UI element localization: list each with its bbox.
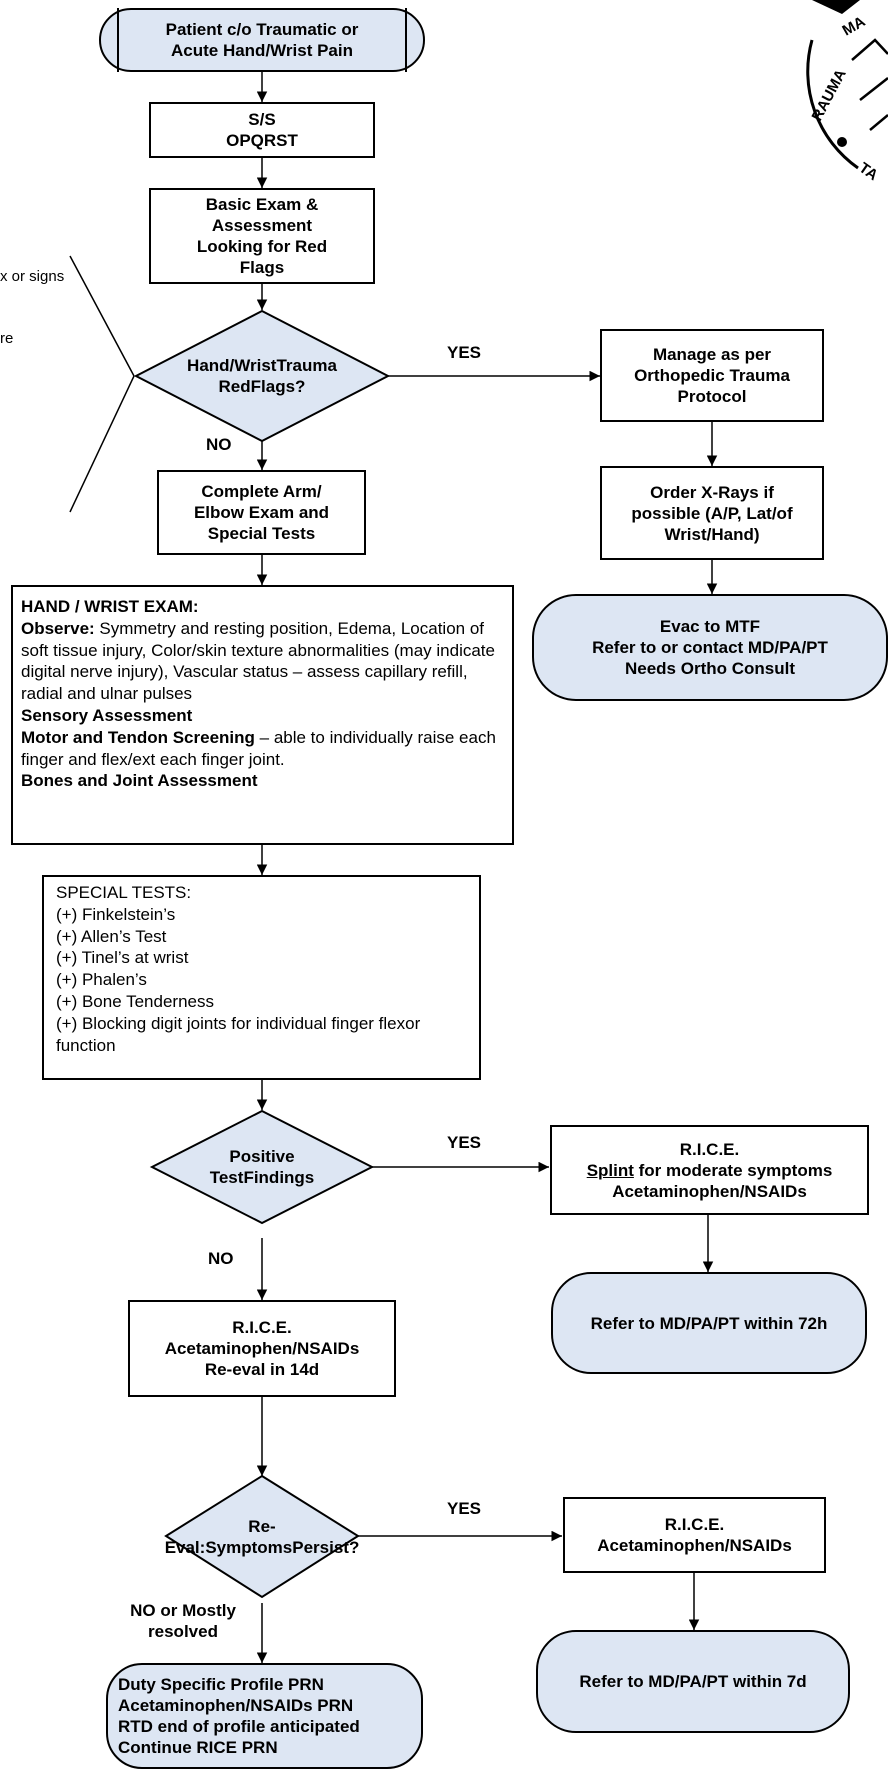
- duty-line-4: Continue RICE PRN: [118, 1738, 278, 1757]
- hand-exam-title: HAND / WRIST EXAM:: [21, 597, 199, 616]
- red-flags-diamond: [133, 309, 391, 443]
- hand-exam-motor: Motor and Tendon Screening – able to ind…: [21, 727, 504, 771]
- side-text-1: x or signs: [0, 268, 65, 285]
- refer-7d-terminal: Refer to MD/PA/PT within 7d: [536, 1630, 850, 1733]
- no-label-3: NO or Mostly resolved: [104, 1600, 262, 1642]
- special-tests-title: SPECIAL TESTS:: [56, 883, 192, 902]
- special-test-5: (+) Bone Tenderness: [56, 991, 214, 1011]
- start-line-2: Acute Hand/Wrist Pain: [170, 41, 353, 60]
- observe-text: Symmetry and resting position, Edema, Lo…: [21, 618, 495, 704]
- side-text-2: re: [0, 330, 14, 347]
- motor-label: Motor and Tendon Screening: [21, 727, 255, 747]
- refer-72h-line-1: Refer to MD/PA/PT within 72h: [590, 1313, 828, 1333]
- evac-terminal: Evac to MTF Refer to or contact MD/PA/PT N…: [532, 594, 888, 701]
- special-tests-box: SPECIAL TESTS: (+) Finkelstein’s (+) All…: [42, 875, 481, 1080]
- evac-line-3: Needs Ortho Consult: [624, 659, 795, 678]
- reeval-line-1: Re-Eval:: [164, 1517, 276, 1557]
- hand-exam-bones: Bones and Joint Assessment: [21, 771, 258, 791]
- rice-splint-box: R.I.C.E. Splint for moderate symptoms Ac…: [550, 1125, 869, 1215]
- arm-exam-line-1: Complete Arm/: [201, 482, 322, 501]
- rice-yes-line-1: R.I.C.E.: [664, 1515, 725, 1534]
- positive-line-1: Positive Test: [209, 1147, 295, 1187]
- rice-yes-line-2: Acetaminophen/NSAIDs: [597, 1536, 792, 1555]
- arm-exam-line-3: Special Tests: [207, 524, 316, 543]
- yes-label-1: YES: [447, 343, 482, 362]
- svg-text:MA: MA: [840, 13, 869, 39]
- basic-exam-line-2: Assessment: [211, 216, 313, 235]
- refer-7d-line-1: Refer to MD/PA/PT within 7d: [579, 1672, 807, 1691]
- no-label-3-line-1: NO or: [130, 1601, 178, 1620]
- basic-exam-line-4: Flags: [239, 258, 285, 277]
- evac-line-2: Refer to or contact MD/PA/PT: [592, 638, 828, 657]
- red-flags-line-2: Trauma Red: [218, 356, 337, 396]
- reeval-line-2: Symptoms: [205, 1538, 293, 1557]
- rice-splint-line-3: Acetaminophen/NSAIDs: [612, 1181, 807, 1201]
- no-label-2: NO: [208, 1249, 234, 1268]
- ss-line-2: OPQRST: [226, 131, 298, 150]
- red-flags-text: Hand/WristTrauma RedFlags?: [180, 340, 344, 412]
- rice-yes-box: R.I.C.E. Acetaminophen/NSAIDs: [563, 1497, 826, 1573]
- arm-exam-line-2: Elbow Exam and: [193, 503, 330, 522]
- yes-label-2: YES: [447, 1133, 482, 1152]
- special-test-2: (+) Allen’s Test: [56, 926, 167, 946]
- start-terminal: Patient c/o Traumatic or Acute Hand/Wrist…: [99, 8, 425, 72]
- refer-72h-terminal: Refer to MD/PA/PT within 72h: [551, 1272, 867, 1374]
- xrays-line-3: Wrist/Hand): [664, 524, 760, 544]
- no-label-1: NO: [206, 435, 232, 454]
- rice-reeval-line-1: R.I.C.E.: [232, 1318, 292, 1337]
- special-test-3: (+) Tinel’s at wrist: [56, 948, 189, 968]
- svg-text:RAUMA: RAUMA: [809, 66, 850, 123]
- duty-line-3: RTD end of profile anticipated: [118, 1717, 360, 1736]
- reeval-diamond: [164, 1474, 360, 1599]
- manage-line-2: Orthopedic Trauma: [634, 366, 790, 385]
- splint-rest: for moderate symptoms: [633, 1160, 833, 1180]
- positive-test-text: Positive TestFindings: [186, 1143, 338, 1191]
- xrays-line-1: Order X-Rays if: [650, 482, 774, 502]
- red-flags-line-1: Hand/Wrist: [187, 356, 277, 375]
- hand-exam-observe: Observe: Symmetry and resting position, …: [21, 618, 504, 705]
- rice-splint-line-2: Splint for moderate symptoms: [587, 1160, 833, 1181]
- red-flags-line-3: Flags?: [250, 377, 306, 396]
- start-line-1: Patient c/o Traumatic or: [165, 20, 359, 39]
- yes-label-3: YES: [447, 1499, 482, 1518]
- reeval-line-3: Persist?: [292, 1538, 360, 1557]
- motor-text: – able to individually raise each finger…: [21, 727, 496, 769]
- evac-line-1: Evac to MTF: [659, 617, 761, 636]
- special-test-4: (+) Phalen’s: [56, 970, 147, 990]
- reeval-text: Re-Eval:SymptomsPersist?: [165, 1503, 360, 1571]
- positive-line-2: Findings: [243, 1168, 315, 1187]
- rice-reeval-line-2: Acetaminophen/NSAIDs: [164, 1339, 360, 1358]
- basic-exam-line-1: Basic Exam &: [205, 195, 319, 214]
- splint-underlined: Splint: [586, 1160, 634, 1180]
- no-label-3-line-2: Mostly resolved: [148, 1601, 236, 1641]
- rice-splint-line-1: R.I.C.E.: [679, 1139, 740, 1159]
- positive-test-diamond: [149, 1109, 375, 1225]
- ss-box: S/S OPQRST: [149, 102, 375, 158]
- rice-reeval-line-3: Re-eval in 14d: [204, 1360, 320, 1379]
- observe-label: Observe:: [21, 618, 95, 638]
- duty-line-2: Acetaminophen/NSAIDs PRN: [118, 1696, 354, 1715]
- manage-line-3: Protocol: [677, 387, 747, 406]
- special-test-1: (+) Finkelstein’s: [56, 904, 176, 924]
- basic-exam-line-3: Looking for Red: [196, 237, 328, 256]
- hand-exam-box: HAND / WRIST EXAM: Observe: Symmetry and…: [11, 585, 514, 845]
- manage-line-1: Manage as per: [652, 345, 772, 364]
- ss-line-1: S/S: [248, 110, 276, 129]
- hand-exam-sensory: Sensory Assessment: [21, 705, 193, 725]
- trauma-logo: RAUMA MA TA: [806, 0, 888, 184]
- duty-line-1: Duty Specific Profile PRN: [118, 1675, 324, 1694]
- svg-text:TA: TA: [856, 159, 881, 184]
- duty-terminal: Duty Specific Profile PRN Acetaminophen/N…: [106, 1663, 423, 1769]
- special-test-6: (+) Blocking digit joints for individual…: [56, 1013, 421, 1055]
- xrays-line-2: possible (A/P, Lat/of: [631, 503, 793, 523]
